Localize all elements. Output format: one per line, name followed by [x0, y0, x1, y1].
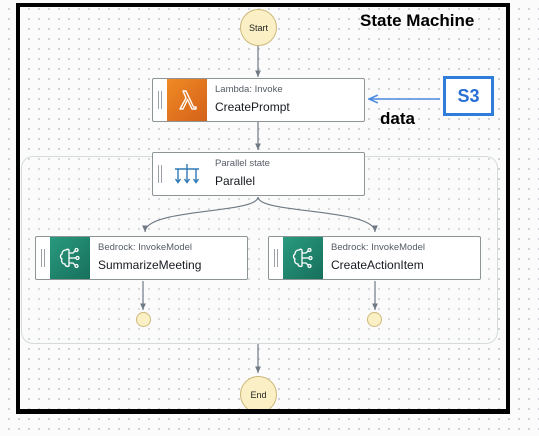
state-type-label: Parallel state [215, 158, 270, 169]
parallel-icon [167, 153, 207, 195]
edge-parallel-to-summarize [142, 196, 259, 233]
data-edge-label: data [380, 109, 415, 128]
state-parallel[interactable]: Parallel state Parallel [152, 152, 365, 196]
state-machine-title: State Machine [360, 11, 475, 30]
branch-end-left [136, 312, 151, 327]
drag-handle[interactable] [153, 153, 167, 195]
state-summarize-meeting[interactable]: Bedrock: InvokeModel SummarizeMeeting [35, 236, 248, 280]
start-label: Start [248, 22, 268, 33]
state-name-label: CreateActionItem [331, 258, 424, 272]
end-node[interactable]: End [240, 376, 277, 413]
state-type-label: Bedrock: InvokeModel [98, 242, 192, 253]
lambda-icon [167, 79, 207, 121]
state-type-label: Lambda: Invoke [215, 84, 283, 95]
drag-handle[interactable] [36, 237, 50, 279]
state-name-label: SummarizeMeeting [98, 258, 202, 272]
drag-handle[interactable] [153, 79, 167, 121]
state-name-label: CreatePrompt [215, 100, 290, 114]
edge-parallel-to-actionitem [257, 196, 378, 233]
s3-source-box: S3 [443, 76, 494, 116]
bedrock-icon [50, 237, 90, 279]
state-type-label: Bedrock: InvokeModel [331, 242, 425, 253]
state-create-prompt[interactable]: Lambda: Invoke CreatePrompt [152, 78, 365, 122]
branch-end-right [367, 312, 382, 327]
start-node[interactable]: Start [240, 9, 277, 46]
state-create-action-item[interactable]: Bedrock: InvokeModel CreateActionItem [268, 236, 481, 280]
s3-label: S3 [457, 85, 480, 106]
bedrock-icon [283, 237, 323, 279]
drag-handle[interactable] [269, 237, 283, 279]
state-name-label: Parallel [215, 174, 256, 188]
end-label: End [250, 389, 267, 400]
